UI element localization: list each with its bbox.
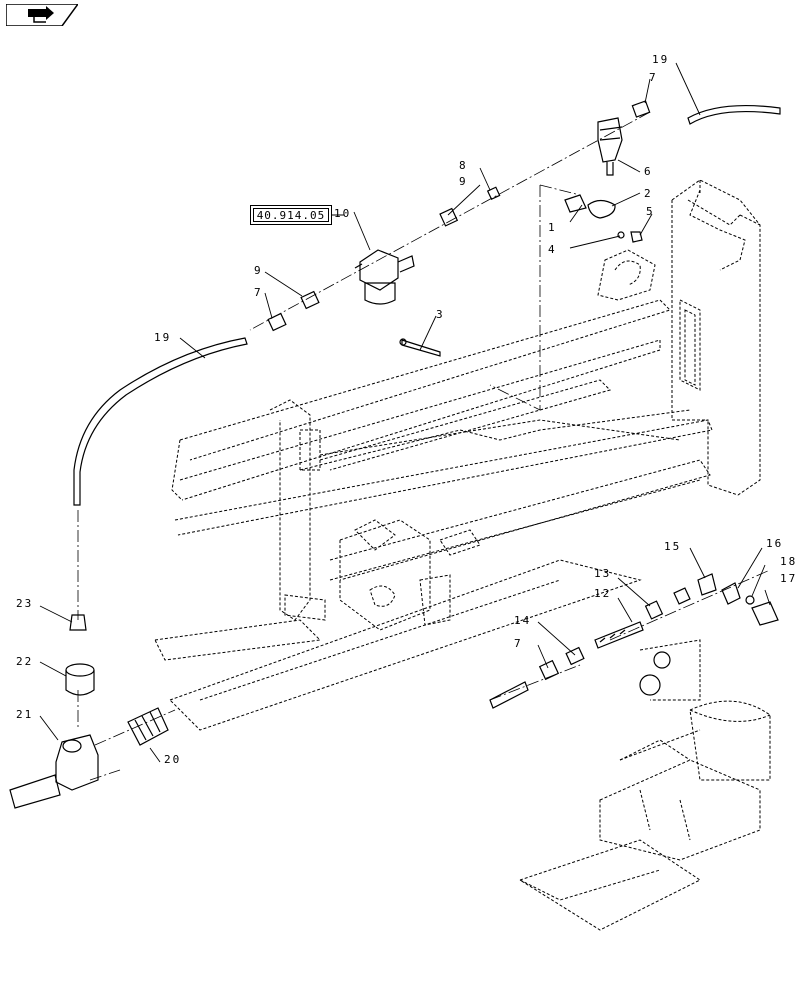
callout-19-top: 19: [652, 53, 670, 66]
reference-box[interactable]: 40.914.05: [250, 205, 332, 225]
callout-7-middle: 7: [254, 286, 263, 299]
callout-9-upper: 9: [459, 175, 468, 188]
callout-17: 17: [780, 572, 798, 585]
callout-4: 4: [548, 243, 557, 256]
callout-12: 12: [594, 587, 612, 600]
callout-23: 23: [16, 597, 34, 610]
callout-1: 1: [548, 221, 557, 234]
callout-7-top: 7: [649, 71, 658, 84]
callout-22: 22: [16, 655, 34, 668]
callout-2: 2: [644, 187, 653, 200]
callout-6: 6: [644, 165, 653, 178]
reference-leader: [332, 214, 344, 216]
arrow-right-icon: [5, 3, 80, 27]
callout-21: 21: [16, 708, 34, 721]
parts: [9, 100, 781, 809]
callout-8: 8: [459, 159, 468, 172]
callout-7-right: 7: [514, 637, 523, 650]
phantom-frame: [154, 179, 771, 931]
callout-19-left: 19: [154, 331, 172, 344]
callout-14: 14: [514, 614, 532, 627]
assembly-centerlines: [77, 111, 771, 781]
callout-13: 13: [594, 567, 612, 580]
callout-10: 10: [334, 207, 352, 220]
leader-lines: [39, 62, 771, 763]
nav-forward-button[interactable]: [5, 3, 80, 27]
callout-15: 15: [664, 540, 682, 553]
callout-5: 5: [646, 205, 655, 218]
callout-20: 20: [164, 753, 182, 766]
callout-18: 18: [780, 555, 798, 568]
callout-3: 3: [436, 308, 445, 321]
callout-9-lower: 9: [254, 264, 263, 277]
reference-label: 40.914.05: [253, 208, 329, 222]
callout-16: 16: [766, 537, 784, 550]
